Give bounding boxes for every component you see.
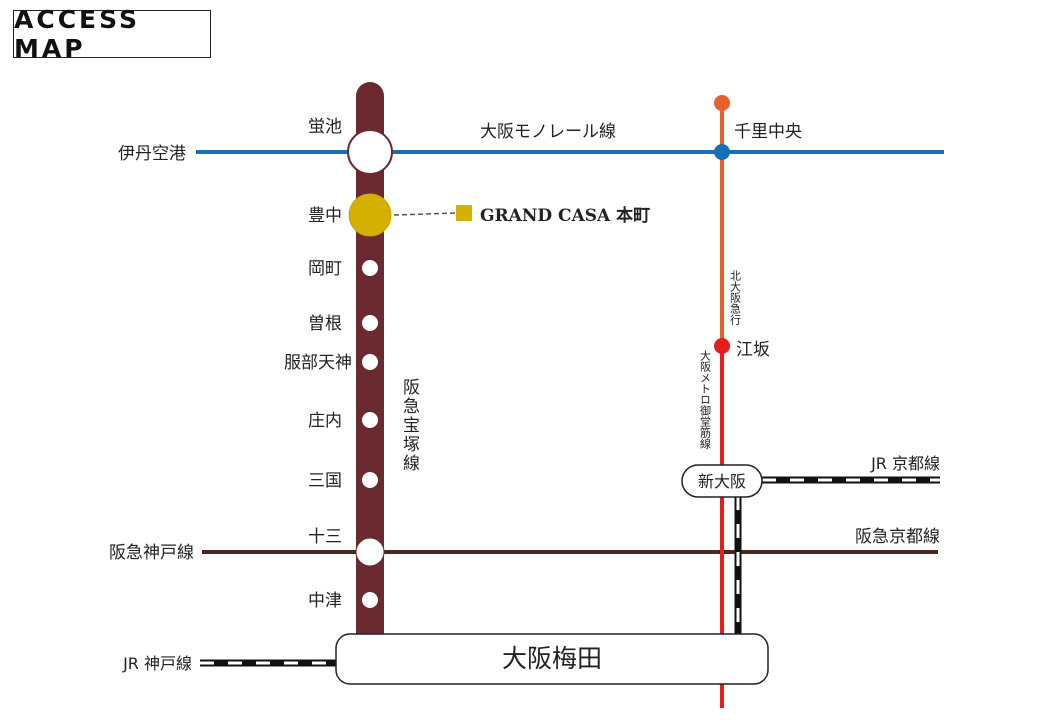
station-nakatsu-marker — [362, 592, 378, 608]
station-hattori-marker — [362, 354, 378, 370]
station-umeda-box — [335, 633, 769, 685]
station-esaka-marker — [714, 338, 730, 354]
station-shinosaka-box — [681, 464, 763, 498]
station-sone-marker — [362, 315, 378, 331]
label-kitakyu: 北大阪急行 — [729, 270, 742, 326]
label-midosuji: 大阪メトロ御堂筋線 — [699, 349, 712, 449]
label-juso: 十三 — [308, 527, 342, 547]
label-hankyu-kobe: 阪急神戸線 — [109, 543, 194, 563]
access-map-title-box: ACCESS MAP — [13, 5, 211, 63]
label-mikuni: 三国 — [308, 471, 342, 491]
station-hotarugaike-marker — [347, 129, 393, 175]
label-jr-kyoto: JR 京都線 — [870, 454, 940, 473]
property-square-icon — [456, 205, 472, 221]
label-jr-kobe: JR 神戸線 — [122, 654, 192, 673]
kitakyu-terminal-marker — [714, 95, 730, 111]
label-hankyu-kyoto: 阪急京都線 — [855, 527, 940, 547]
station-juso-marker — [355, 537, 385, 567]
label-esaka: 江坂 — [736, 340, 770, 360]
label-hattori: 服部天神 — [284, 353, 352, 373]
label-okamachi: 岡町 — [308, 259, 342, 279]
label-toyonaka: 豊中 — [308, 206, 342, 226]
station-shonai-marker — [362, 412, 378, 428]
label-takarazuka: 阪急宝塚線 — [399, 378, 420, 473]
label-umeda: 大阪梅田 — [502, 644, 602, 673]
station-okamachi-marker — [362, 260, 378, 276]
station-senri-marker — [714, 144, 730, 160]
label-shinosaka: 新大阪 — [698, 472, 746, 491]
label-hotarugaike: 蛍池 — [308, 117, 342, 137]
label-senri: 千里中央 — [734, 122, 802, 142]
label-sone: 曽根 — [308, 314, 342, 334]
station-toyonaka-marker — [348, 193, 392, 237]
station-mikuni-marker — [362, 472, 378, 488]
label-monorail: 大阪モノレール線 — [480, 122, 616, 142]
label-itami: 伊丹空港 — [118, 144, 186, 164]
label-shonai: 庄内 — [308, 411, 342, 431]
label-nakatsu: 中津 — [308, 591, 342, 611]
page-title: ACCESS MAP — [14, 5, 141, 63]
property-connector — [393, 212, 457, 216]
label-property: GRAND CASA 本町 — [480, 205, 650, 226]
